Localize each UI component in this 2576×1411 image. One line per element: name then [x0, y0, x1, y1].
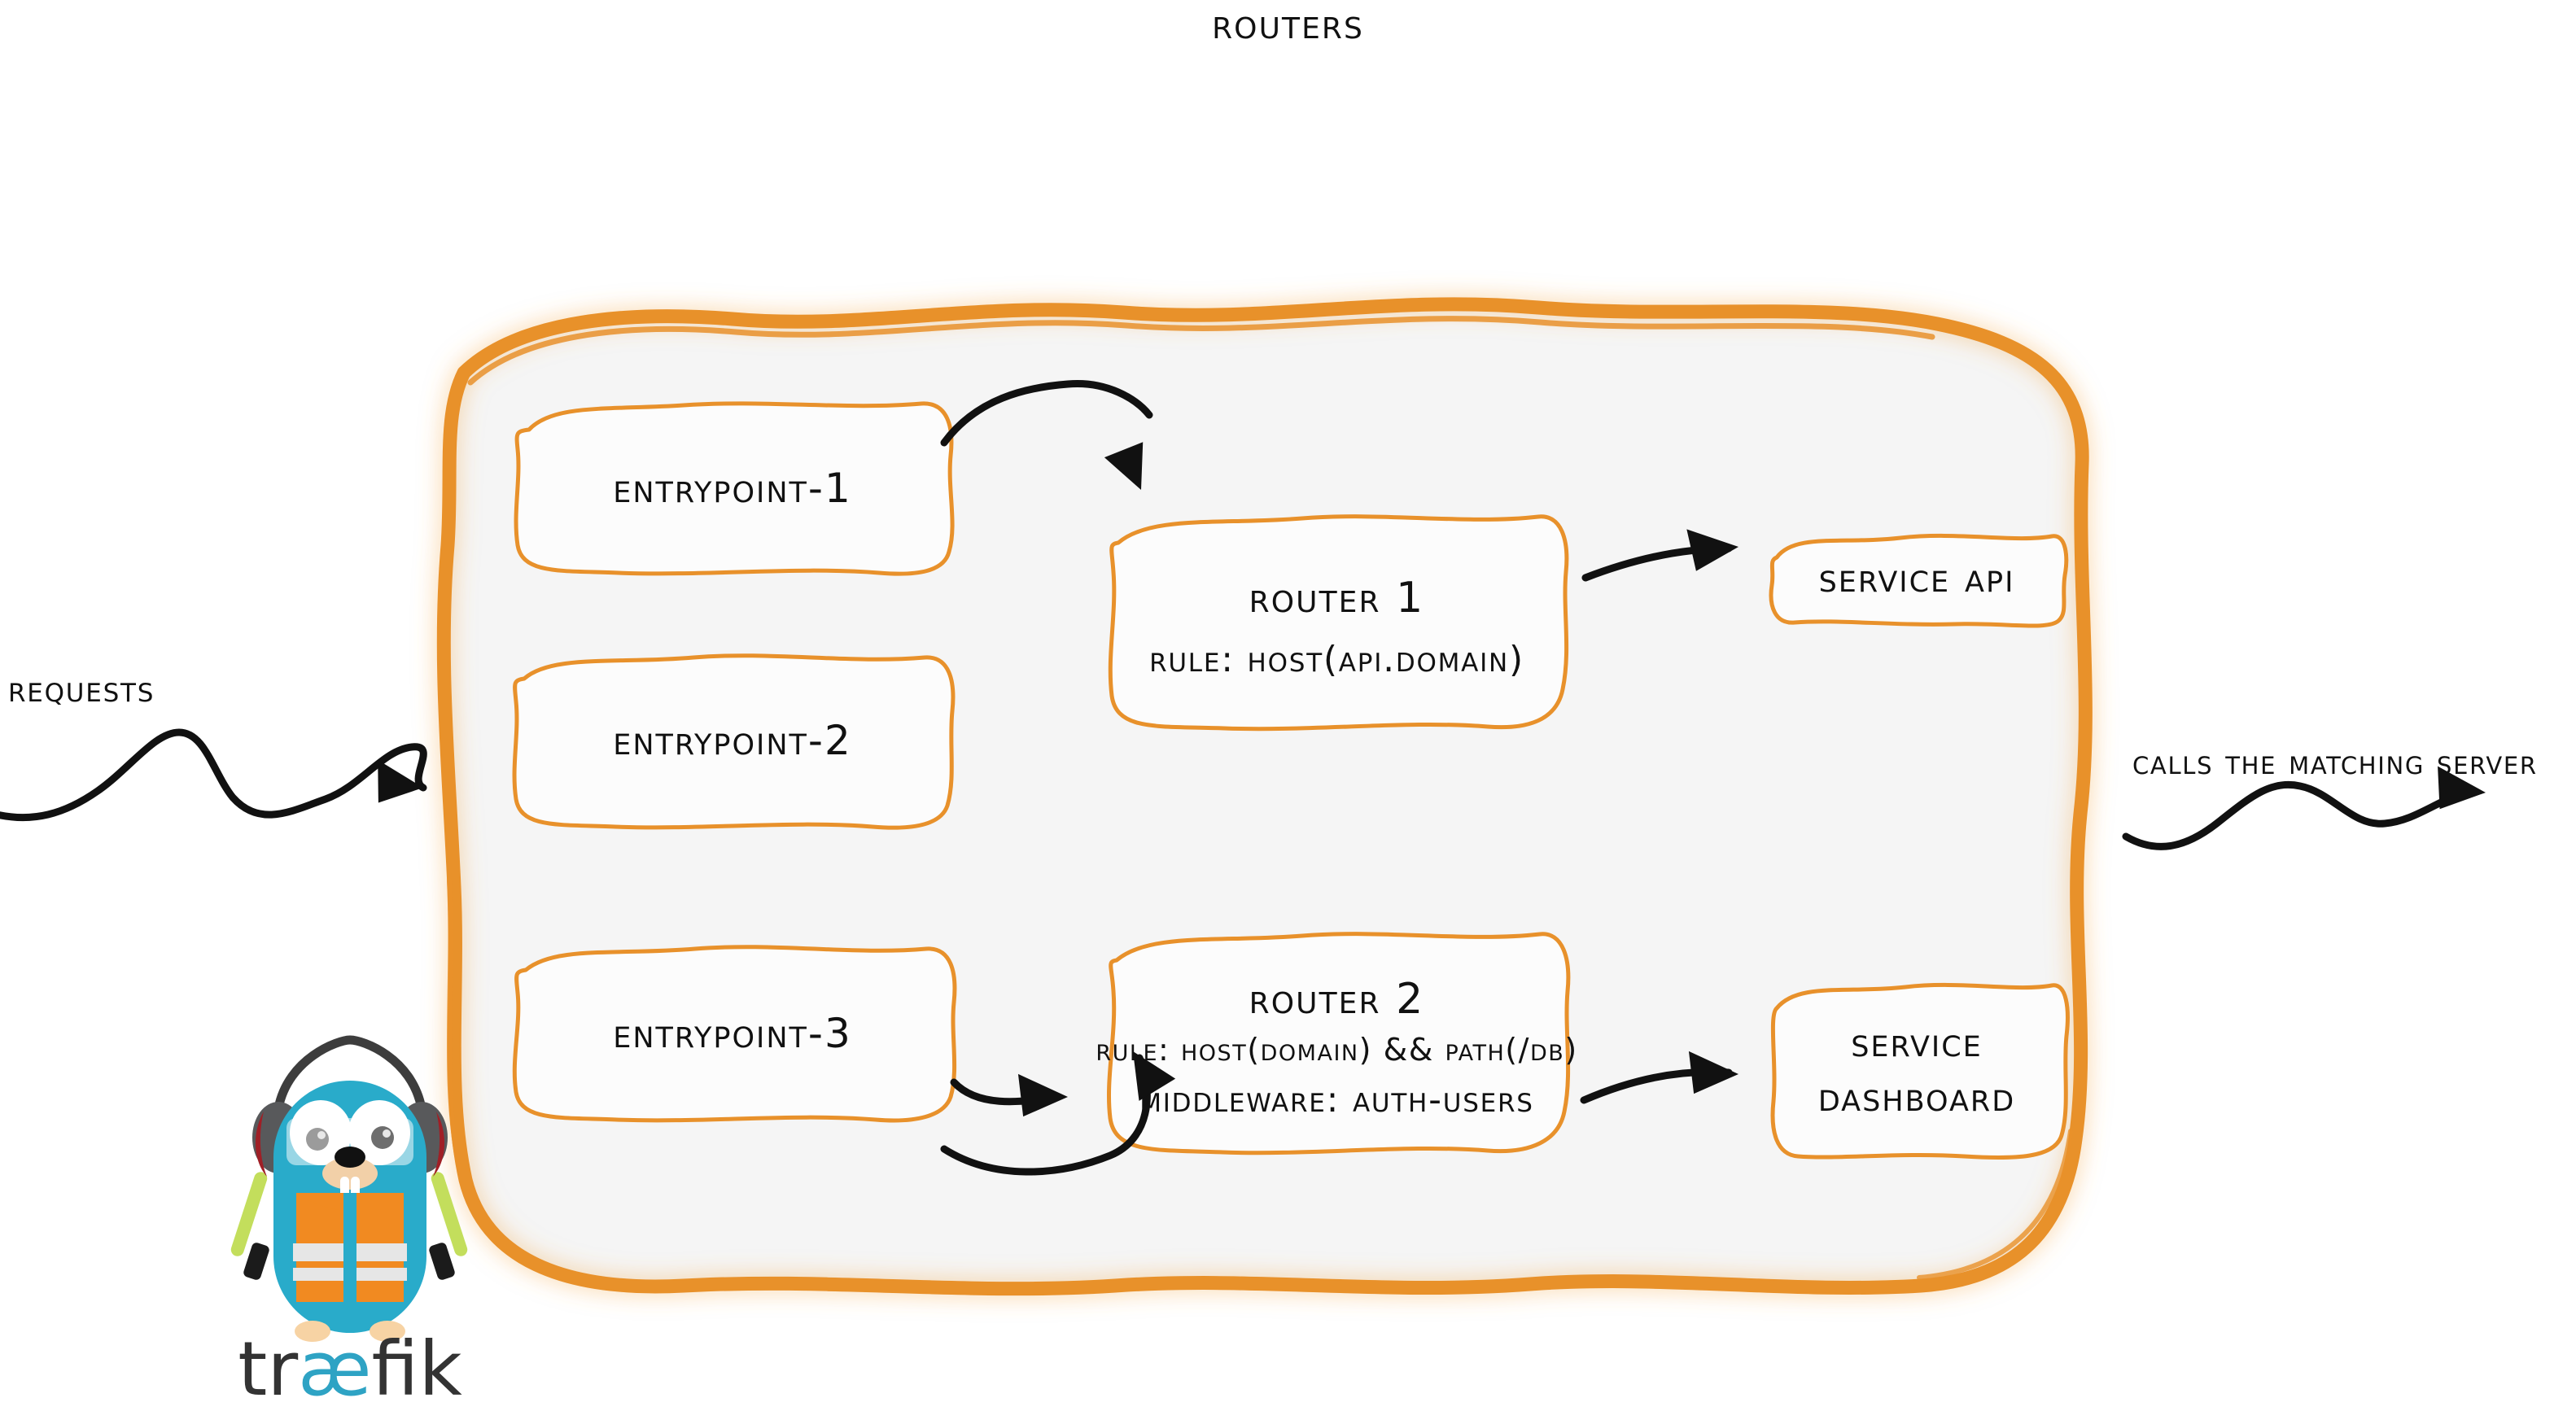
entrypoint-2-box[interactable]: Entrypoint-2	[505, 643, 960, 838]
wordmark-part-right: fik	[372, 1326, 463, 1411]
page-title: Routers	[1212, 0, 1364, 49]
service-dashboard-box[interactable]: Service Dashboard	[1762, 972, 2071, 1168]
entrypoint-3-box[interactable]: Entrypoint-3	[505, 936, 960, 1131]
service-api-box[interactable]: Service API	[1762, 525, 2071, 631]
traefik-logo: træfik	[228, 1033, 472, 1411]
foot-right	[370, 1321, 405, 1342]
safety-vest	[293, 1193, 407, 1302]
nose	[335, 1147, 365, 1168]
box-outline	[1108, 514, 1569, 732]
box-outline	[1769, 533, 2069, 628]
box-outline	[512, 653, 956, 830]
entrypoint-1-box[interactable]: Entrypoint-1	[505, 391, 960, 586]
box-outline	[512, 945, 957, 1123]
requests-label: Requests	[8, 669, 155, 710]
box-outline	[1770, 982, 2070, 1160]
headphone-band	[273, 1035, 426, 1113]
box-outline	[514, 401, 955, 576]
muzzle	[322, 1157, 378, 1190]
calls-matching-server-label: Calls the matching server	[2132, 742, 2538, 782]
tooth-left	[340, 1177, 349, 1198]
box-outline	[1107, 932, 1571, 1155]
router-1-box[interactable]: Router 1 rule: Host(api.domain)	[1099, 500, 1575, 753]
marshalling-wand-right	[429, 1172, 468, 1280]
wordmark-ae: æ	[298, 1326, 371, 1411]
requests-arrow-path	[0, 728, 427, 822]
calls-matching-server-path	[2122, 780, 2478, 850]
wordmark-part-left: tr	[238, 1326, 298, 1411]
traefik-wordmark: træfik	[238, 1326, 462, 1411]
traefik-gopher-mascot: træfik	[230, 1035, 468, 1411]
foot-left	[295, 1321, 330, 1342]
router-2-box[interactable]: Router 2 rule: Host(domain) && Path(/db)…	[1096, 920, 1577, 1176]
marshalling-wand-left	[230, 1172, 269, 1280]
tooth-right	[351, 1177, 360, 1198]
